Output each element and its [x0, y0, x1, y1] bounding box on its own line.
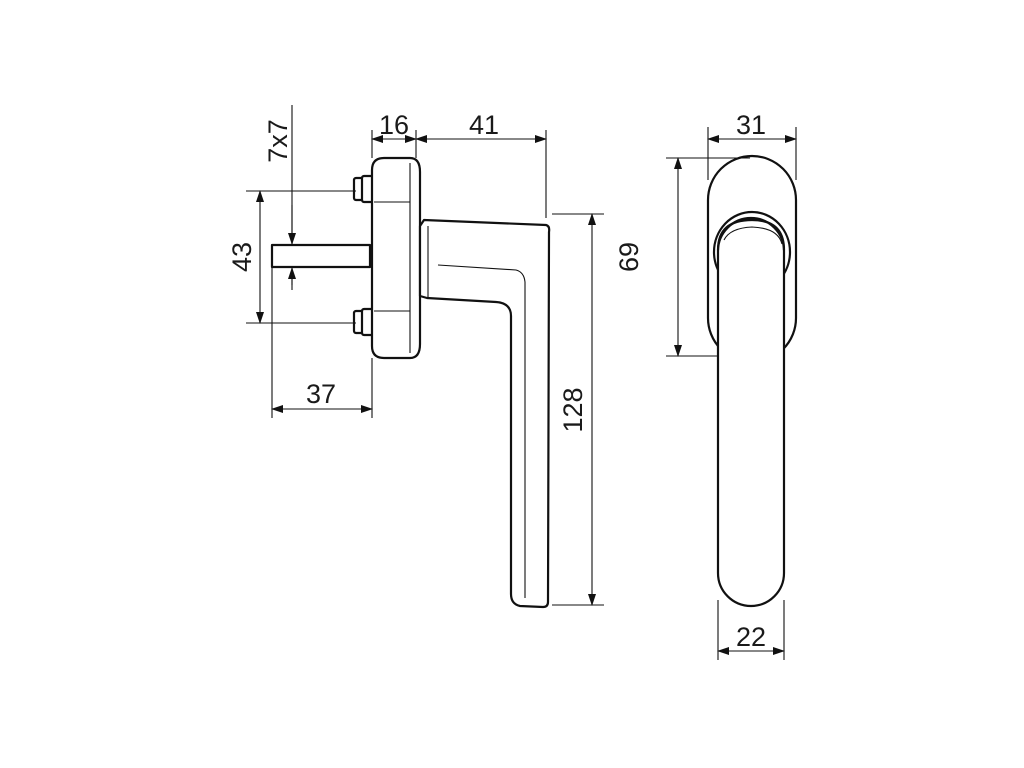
lever-handle-side	[418, 218, 551, 609]
rose-plate	[370, 156, 422, 360]
dim-spindle-length: 37	[306, 379, 336, 409]
dim-rose-height: 69	[614, 242, 644, 272]
lever-handle-front	[712, 210, 792, 608]
side-dimension-lines	[256, 135, 596, 606]
dim-rose-depth: 16	[379, 110, 409, 140]
dim-handle-length: 128	[558, 387, 588, 432]
spindle	[270, 243, 372, 269]
side-view: 7x7 43 37 16 41 128	[227, 105, 604, 609]
dim-rose-width: 31	[736, 110, 766, 140]
dim-spindle-size: 7x7	[263, 119, 293, 163]
dim-handle-projection: 41	[469, 110, 499, 140]
side-extension-lines	[246, 105, 604, 606]
front-view: 31 69 22	[614, 110, 798, 660]
dim-rose-screw-spacing: 43	[227, 242, 257, 272]
front-dimension-lines	[674, 135, 797, 655]
dim-lever-width: 22	[736, 622, 766, 652]
